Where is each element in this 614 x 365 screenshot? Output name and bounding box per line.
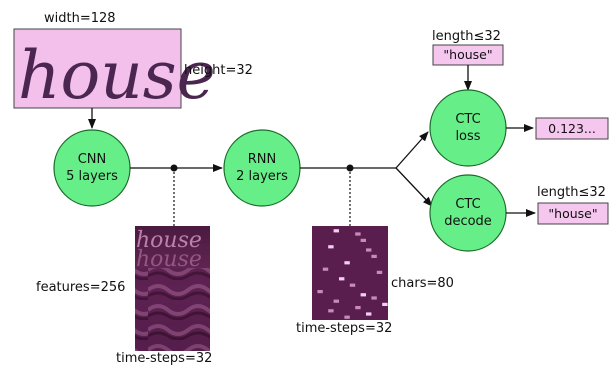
char-matrix-cell (349, 283, 356, 287)
char-matrix-cell (317, 290, 323, 294)
char-matrix-cell (355, 306, 361, 310)
cnn-title: CNN (78, 152, 107, 167)
loss-value: 0.123... (548, 121, 596, 136)
char-matrix-cell (371, 296, 377, 300)
cnn-node: CNN 5 layers (53, 129, 131, 207)
char-matrix-cell (322, 267, 329, 271)
feature-map: house house (135, 226, 210, 351)
char-matrix-cell (360, 238, 366, 242)
char-matrix-cell (339, 277, 345, 281)
char-matrix-cell (355, 232, 361, 236)
features-label: features=256 (36, 280, 125, 295)
ctc-decode-subtitle: decode (444, 214, 492, 229)
char-matrix-cell (366, 312, 372, 316)
ctc-decode-title: CTC (455, 197, 480, 212)
gt-text: "house" (443, 47, 492, 62)
time-steps-label-1: time-steps=32 (116, 351, 212, 365)
char-matrix (312, 226, 388, 320)
feature-word-2: house (136, 247, 202, 272)
height-label: height=32 (184, 63, 253, 78)
ctc-loss-subtitle: loss (455, 129, 480, 144)
char-tap-dot (346, 164, 354, 172)
feature-word-1: house (136, 228, 202, 253)
rnn-node: RNN 2 layers (223, 129, 301, 207)
chars-label: chars=80 (391, 276, 454, 291)
char-matrix-cell (344, 261, 350, 265)
time-steps-label-2: time-steps=32 (296, 321, 392, 336)
rnn-title: RNN (248, 152, 276, 167)
arrow-to-ctc-decode (395, 167, 433, 207)
decoded-text-box (537, 202, 609, 225)
width-label: width=128 (44, 11, 116, 26)
char-matrix-cell (333, 229, 339, 233)
char-matrix-cell (376, 270, 383, 274)
input-handwriting: house (18, 37, 216, 114)
char-matrix-cell (328, 309, 334, 313)
ctc-loss-title: CTC (455, 112, 480, 127)
char-matrix-cell (366, 248, 372, 252)
char-matrix-cell (328, 245, 334, 249)
rnn-subtitle: 2 layers (236, 169, 288, 184)
length-label-top: length≤32 (432, 29, 501, 44)
feature-tap-dot (170, 164, 178, 172)
ctc-loss-node: CTC loss (429, 89, 507, 167)
ctc-decode-node: CTC decode (429, 174, 507, 252)
cnn-subtitle: 5 layers (66, 169, 118, 184)
char-matrix-cell (382, 302, 388, 306)
arrow-to-ctc-loss (395, 131, 429, 169)
char-matrix-cell (360, 293, 366, 297)
length-label-bottom: length≤32 (537, 185, 606, 200)
loss-value-box (535, 117, 609, 140)
decoded-text: "house" (548, 206, 597, 221)
char-matrix-cell (344, 315, 350, 319)
char-matrix-cell (333, 299, 339, 303)
char-matrix-cell (371, 254, 377, 258)
input-image: house (13, 28, 216, 114)
